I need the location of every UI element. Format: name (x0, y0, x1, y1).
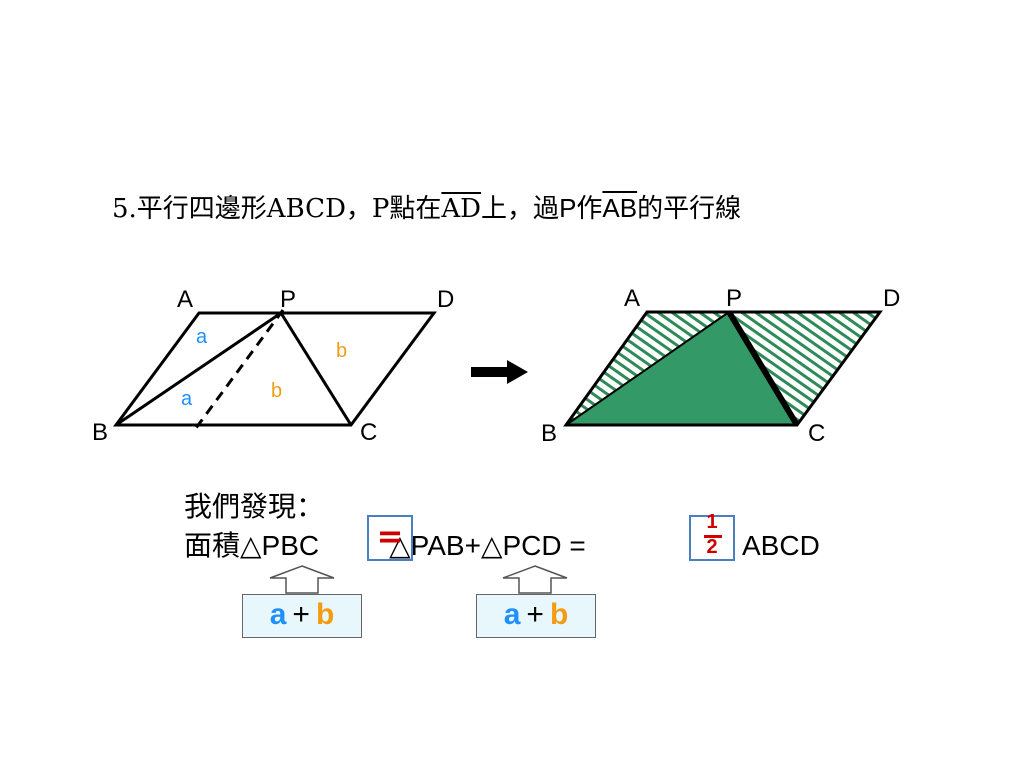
label-c-left: C (360, 419, 377, 446)
region-b-center: b (271, 380, 282, 402)
label-d-right: D (883, 285, 900, 312)
sum-a: a (269, 598, 287, 631)
line-pb (115, 311, 282, 427)
dashed-parallel-line (194, 309, 285, 429)
equation-line: 面積△PBC △PAB+△PCD = (184, 528, 586, 564)
problem-zuo: 作 (576, 194, 603, 224)
point-p-text: P (559, 193, 577, 223)
problem-suffix: 的平行線 (637, 194, 742, 224)
sum-plus: + (292, 598, 310, 631)
left-diagram: A P D B C a a b b (92, 286, 454, 446)
label-p-left: P (280, 286, 296, 313)
problem-prefix: 5.平行四邊形ABCD，P點在 (112, 194, 442, 224)
label-b-right: B (541, 420, 557, 447)
region-b-right: b (336, 340, 347, 362)
label-b-left: B (92, 419, 108, 446)
segment-ad: AD (441, 194, 482, 224)
equation-lhs: 面積△PBC (184, 530, 320, 561)
label-c-right: C (808, 420, 825, 447)
up-arrow-icon-right (502, 565, 568, 594)
region-a-top: a (196, 326, 208, 348)
hatched-triangle-pcd (729, 312, 880, 425)
left-parallelogram (113, 311, 437, 427)
label-a-left: A (177, 286, 193, 313)
sum-plus: + (526, 598, 544, 631)
right-diagram: A P D B C (541, 285, 900, 447)
sum-a: a (503, 598, 521, 631)
problem-statement: 5.平行四邊形ABCD，P點在AD上，過P作AB的平行線 (112, 190, 741, 227)
line-pc (279, 312, 353, 426)
fraction-box: 1 2 (689, 511, 735, 561)
finding-title: 我們發現： (184, 490, 325, 523)
sum-b: b (315, 598, 335, 631)
equals-box: = (367, 515, 413, 561)
fraction-numerator: 1 (706, 511, 718, 533)
fraction-bar (704, 535, 722, 538)
region-a-bottom: a (181, 388, 193, 410)
label-p-right: P (726, 285, 742, 312)
problem-middle: 上 (481, 194, 508, 224)
sum-box-left: a+b (242, 594, 362, 638)
arrow-icon (471, 360, 528, 384)
green-triangle-pbc (566, 312, 797, 425)
segment-ab: AB (602, 193, 638, 223)
sum-box-right: a+b (476, 594, 596, 638)
sum-b: b (549, 598, 569, 631)
problem-comma: ，過 (507, 194, 560, 224)
equation-tail: ABCD (742, 530, 820, 561)
fraction-denominator: 2 (706, 536, 718, 558)
equation-rhs: △PAB+△PCD = (389, 530, 586, 561)
up-arrow-icon-left (269, 565, 335, 594)
label-d-left: D (437, 286, 454, 313)
label-a-right: A (624, 285, 640, 312)
